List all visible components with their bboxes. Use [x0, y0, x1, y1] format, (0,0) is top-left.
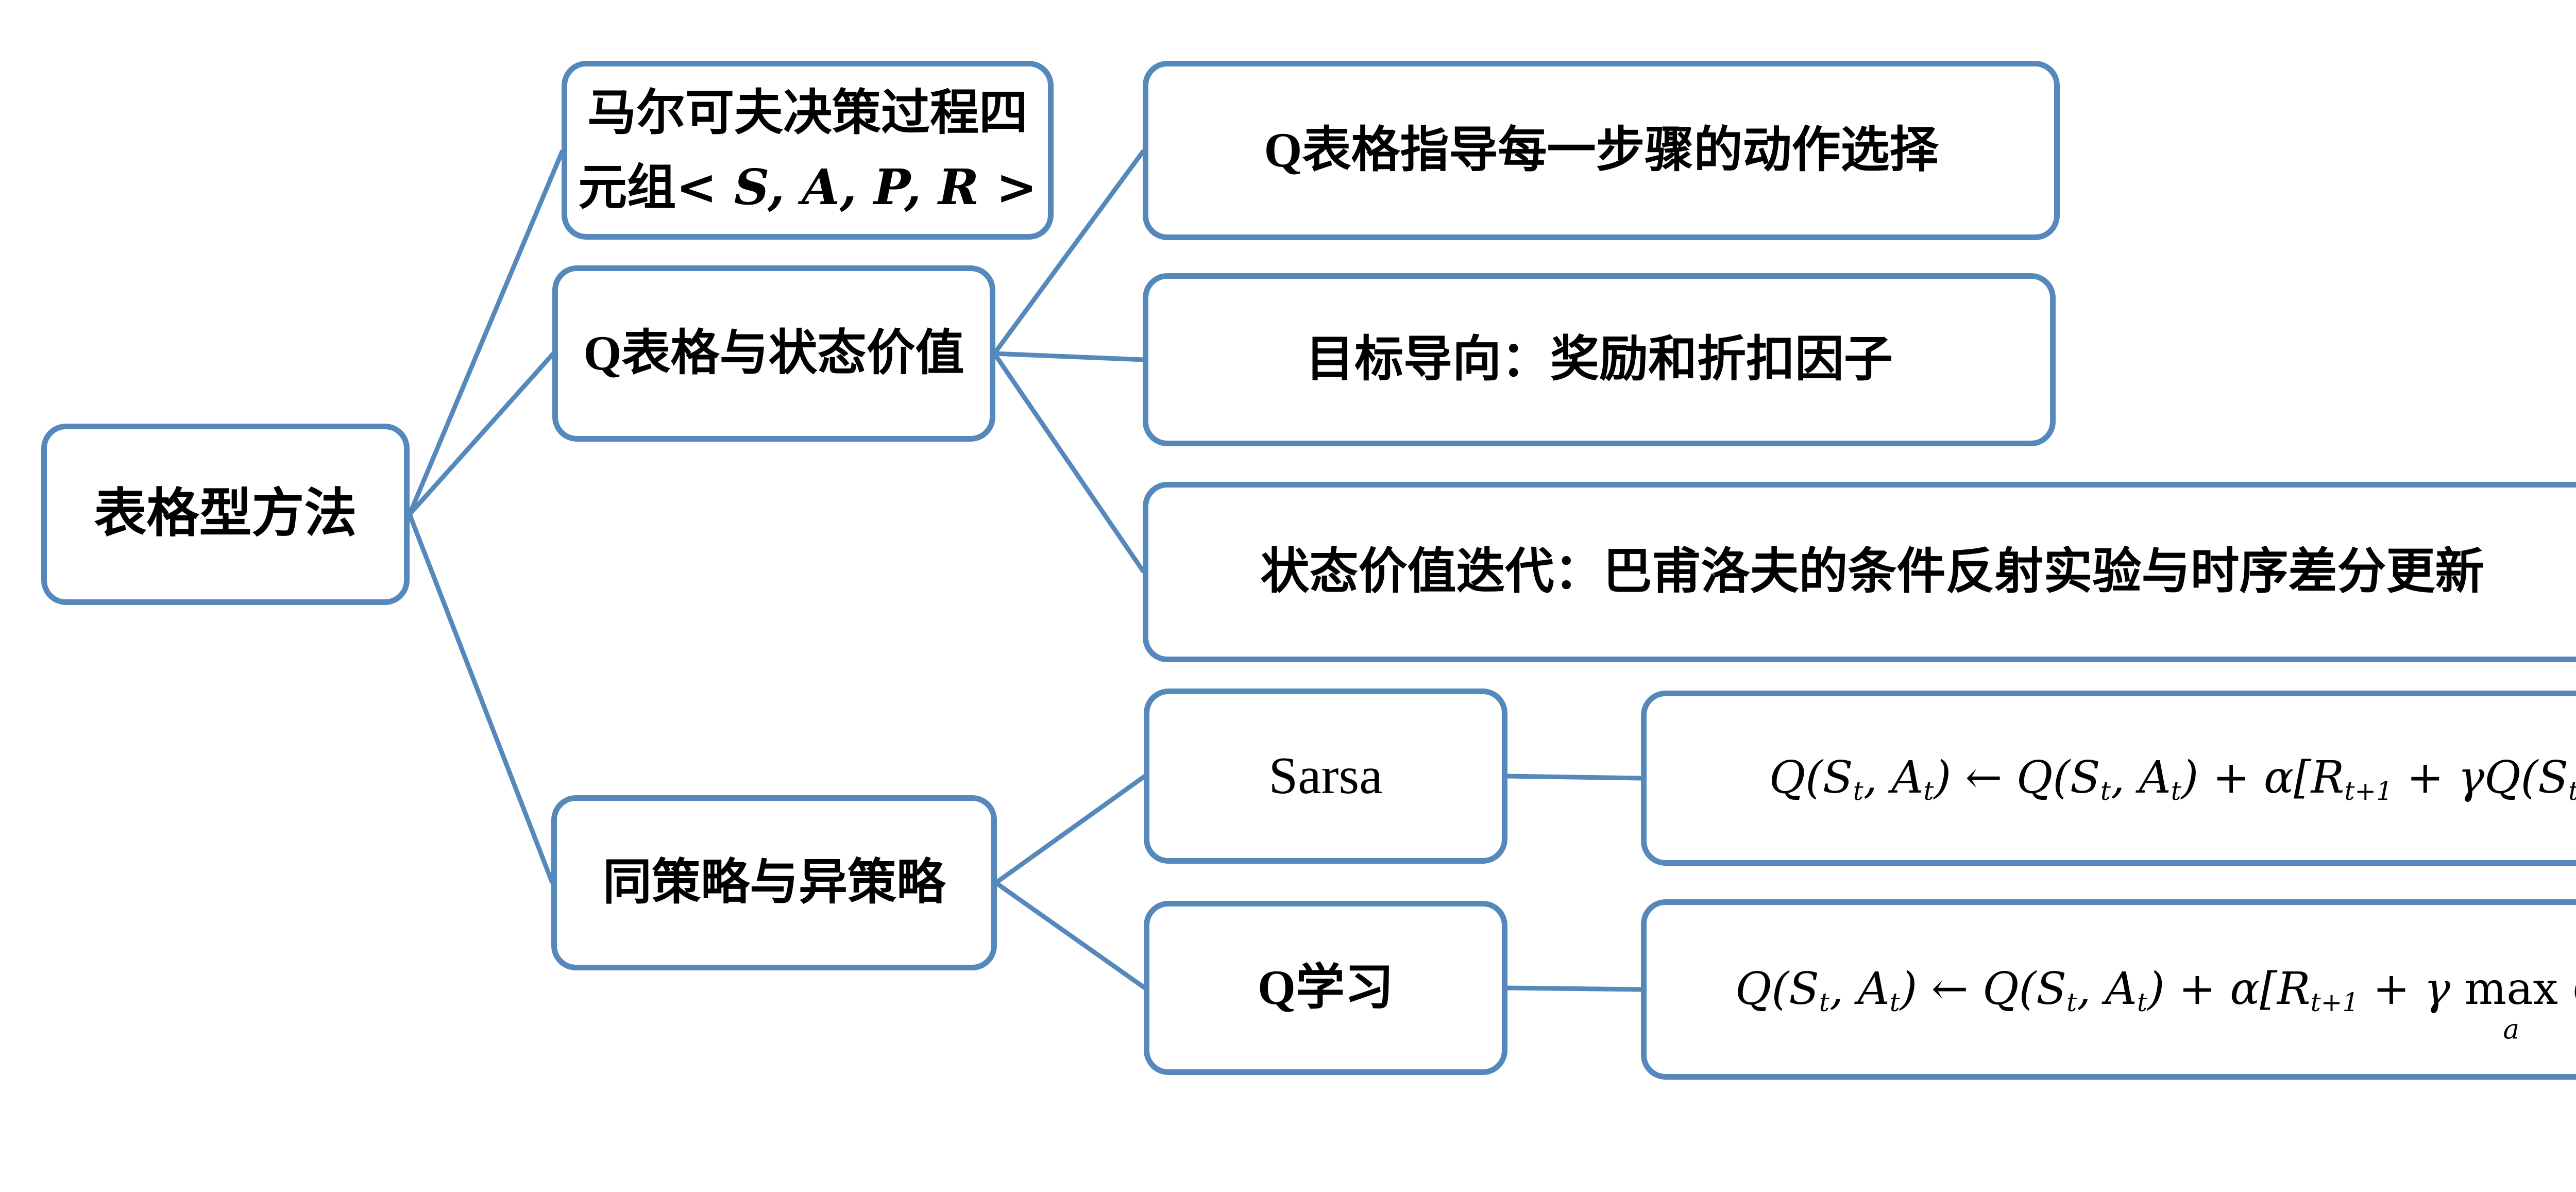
leaf-goal-reward-discount[interactable]: 目标导向：奖励和折扣因子 [1143, 273, 2056, 446]
sarsa-formula-text: Q(St, At) ← Q(St, At) + α[Rt+1 + γQ(St+1… [1769, 752, 2576, 807]
branch-on-policy-off-policy-label: 同策略与异策略 [602, 855, 945, 910]
root-node-label: 表格型方法 [94, 484, 357, 543]
branch-on-policy-off-policy[interactable]: 同策略与异策略 [551, 795, 997, 970]
node-sarsa-formula[interactable]: Q(St, At) ← Q(St, At) + α[Rt+1 + γQ(St+1… [1641, 691, 2576, 866]
connector-policy-sarsa [994, 774, 1146, 885]
connector-qtable-value [992, 352, 1146, 574]
node-q-learning-label: Q学习 [1258, 960, 1394, 1015]
branch-q-table-state-value-label: Q表格与状态价值 [583, 326, 964, 381]
branch-mdp-tuple-label: 马尔可夫决策过程四 元组< S, A, P, R > [578, 76, 1037, 225]
mdp-label-line1: 马尔可夫决策过程四 [587, 86, 1028, 141]
node-q-learning[interactable]: Q学习 [1144, 901, 1507, 1075]
connector-qlearning-formula [1506, 985, 1642, 992]
leaf-state-value-iteration-label: 状态价值迭代：巴甫洛夫的条件反射实验与时序差分更新 [1260, 544, 2484, 599]
connector-root-qtable [408, 352, 555, 516]
leaf-q-table-action-selection[interactable]: Q表格指导每一步骤的动作选择 [1143, 61, 2060, 240]
connector-root-mdp [407, 149, 565, 515]
connector-root-policy [407, 513, 555, 884]
mdp-label-line2-prefix: 元组 [578, 160, 676, 215]
connector-sarsa-formula [1506, 774, 1642, 781]
connector-qtable-action [992, 149, 1146, 355]
leaf-state-value-iteration[interactable]: 状态价值迭代：巴甫洛夫的条件反射实验与时序差分更新 [1143, 482, 2576, 662]
branch-q-table-state-value[interactable]: Q表格与状态价值 [552, 265, 995, 442]
branch-mdp-tuple[interactable]: 马尔可夫决策过程四 元组< S, A, P, R > [562, 61, 1054, 240]
node-sarsa[interactable]: Sarsa [1144, 689, 1507, 864]
mdp-tuple-math: < S, A, P, R > [676, 158, 1037, 216]
root-node-tabular-methods[interactable]: 表格型方法 [41, 424, 410, 605]
leaf-goal-reward-discount-label: 目标导向：奖励和折扣因子 [1305, 332, 1893, 387]
mdp-label-line2: 元组< S, A, P, R > [578, 150, 1037, 225]
connector-policy-qlearning [994, 881, 1146, 990]
node-sarsa-label: Sarsa [1268, 746, 1383, 805]
leaf-q-table-action-selection-label: Q表格指导每一步骤的动作选择 [1264, 123, 1939, 178]
connector-qtable-goal [994, 351, 1144, 362]
